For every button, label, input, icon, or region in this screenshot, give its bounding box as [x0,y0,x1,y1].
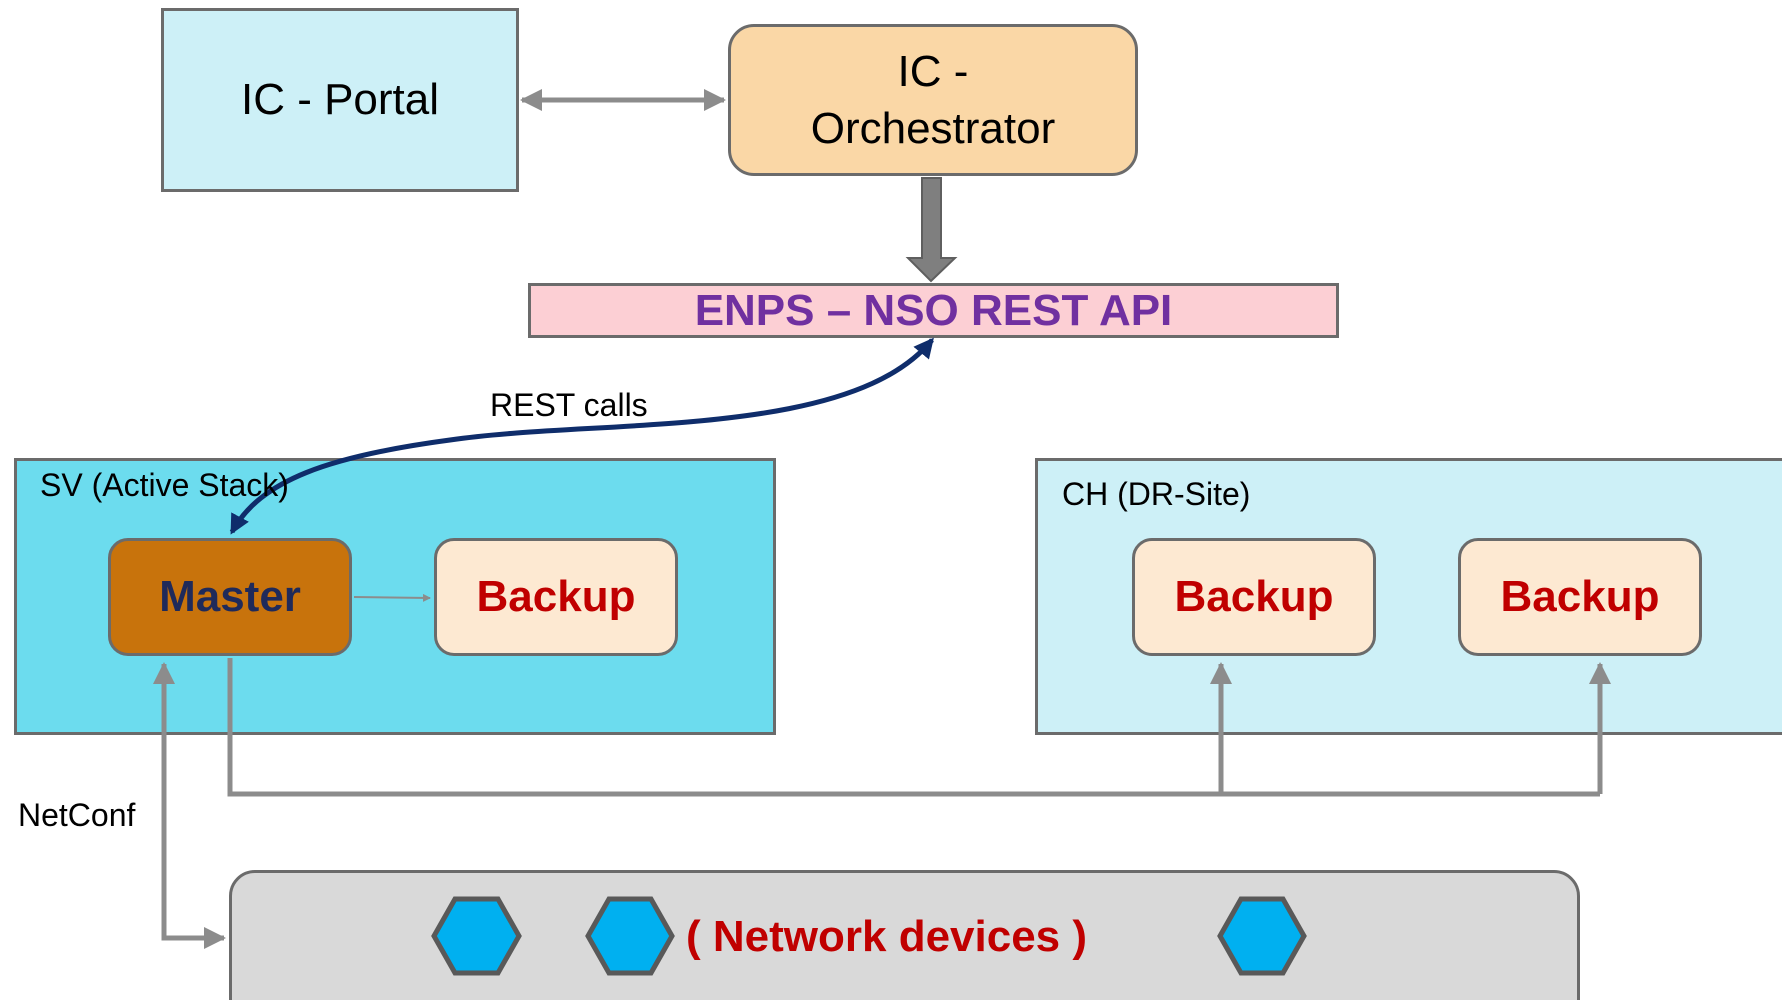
ch-backup-label-1: Backup [1174,572,1334,621]
network-device-hexagon-3 [1217,896,1307,976]
rest-calls-connector [229,337,934,535]
master-label: Master [159,572,301,621]
nso-rest-api-label: ENPS – NSO REST API [694,285,1173,335]
sv-stack-title: SV (Active Stack) [40,467,289,503]
ch-backup-node-2: Backup [1458,538,1702,656]
ch-backup-node-1: Backup [1132,538,1376,656]
sv-backup-node: Backup [434,538,678,656]
orchestrator-label-line1: IC - [897,47,969,96]
ch-stack-title: CH (DR-Site) [1062,476,1251,512]
network-devices-label: ( Network devices ) [686,912,1088,961]
nso-rest-api-bar: ENPS – NSO REST API [528,283,1339,338]
netconf-connector [153,662,226,949]
ic-orchestrator-box: IC - Orchestrator [728,24,1138,176]
sv-backup-label: Backup [476,572,636,621]
network-device-hexagon-1 [431,896,522,976]
master-to-backup-arrow [353,593,431,602]
replication-path [227,658,1600,797]
orchestrator-label-line2: Orchestrator [810,104,1056,153]
netconf-label: NetConf [18,797,136,833]
ch-backup-label-2: Backup [1500,572,1660,621]
rest-calls-label: REST calls [490,387,648,423]
ic-portal-box: IC - Portal [161,8,519,192]
orchestrator-to-api-arrow [905,177,958,283]
master-node: Master [108,538,352,656]
ic-portal-label: IC - Portal [240,75,440,124]
network-device-hexagon-2 [585,896,675,976]
